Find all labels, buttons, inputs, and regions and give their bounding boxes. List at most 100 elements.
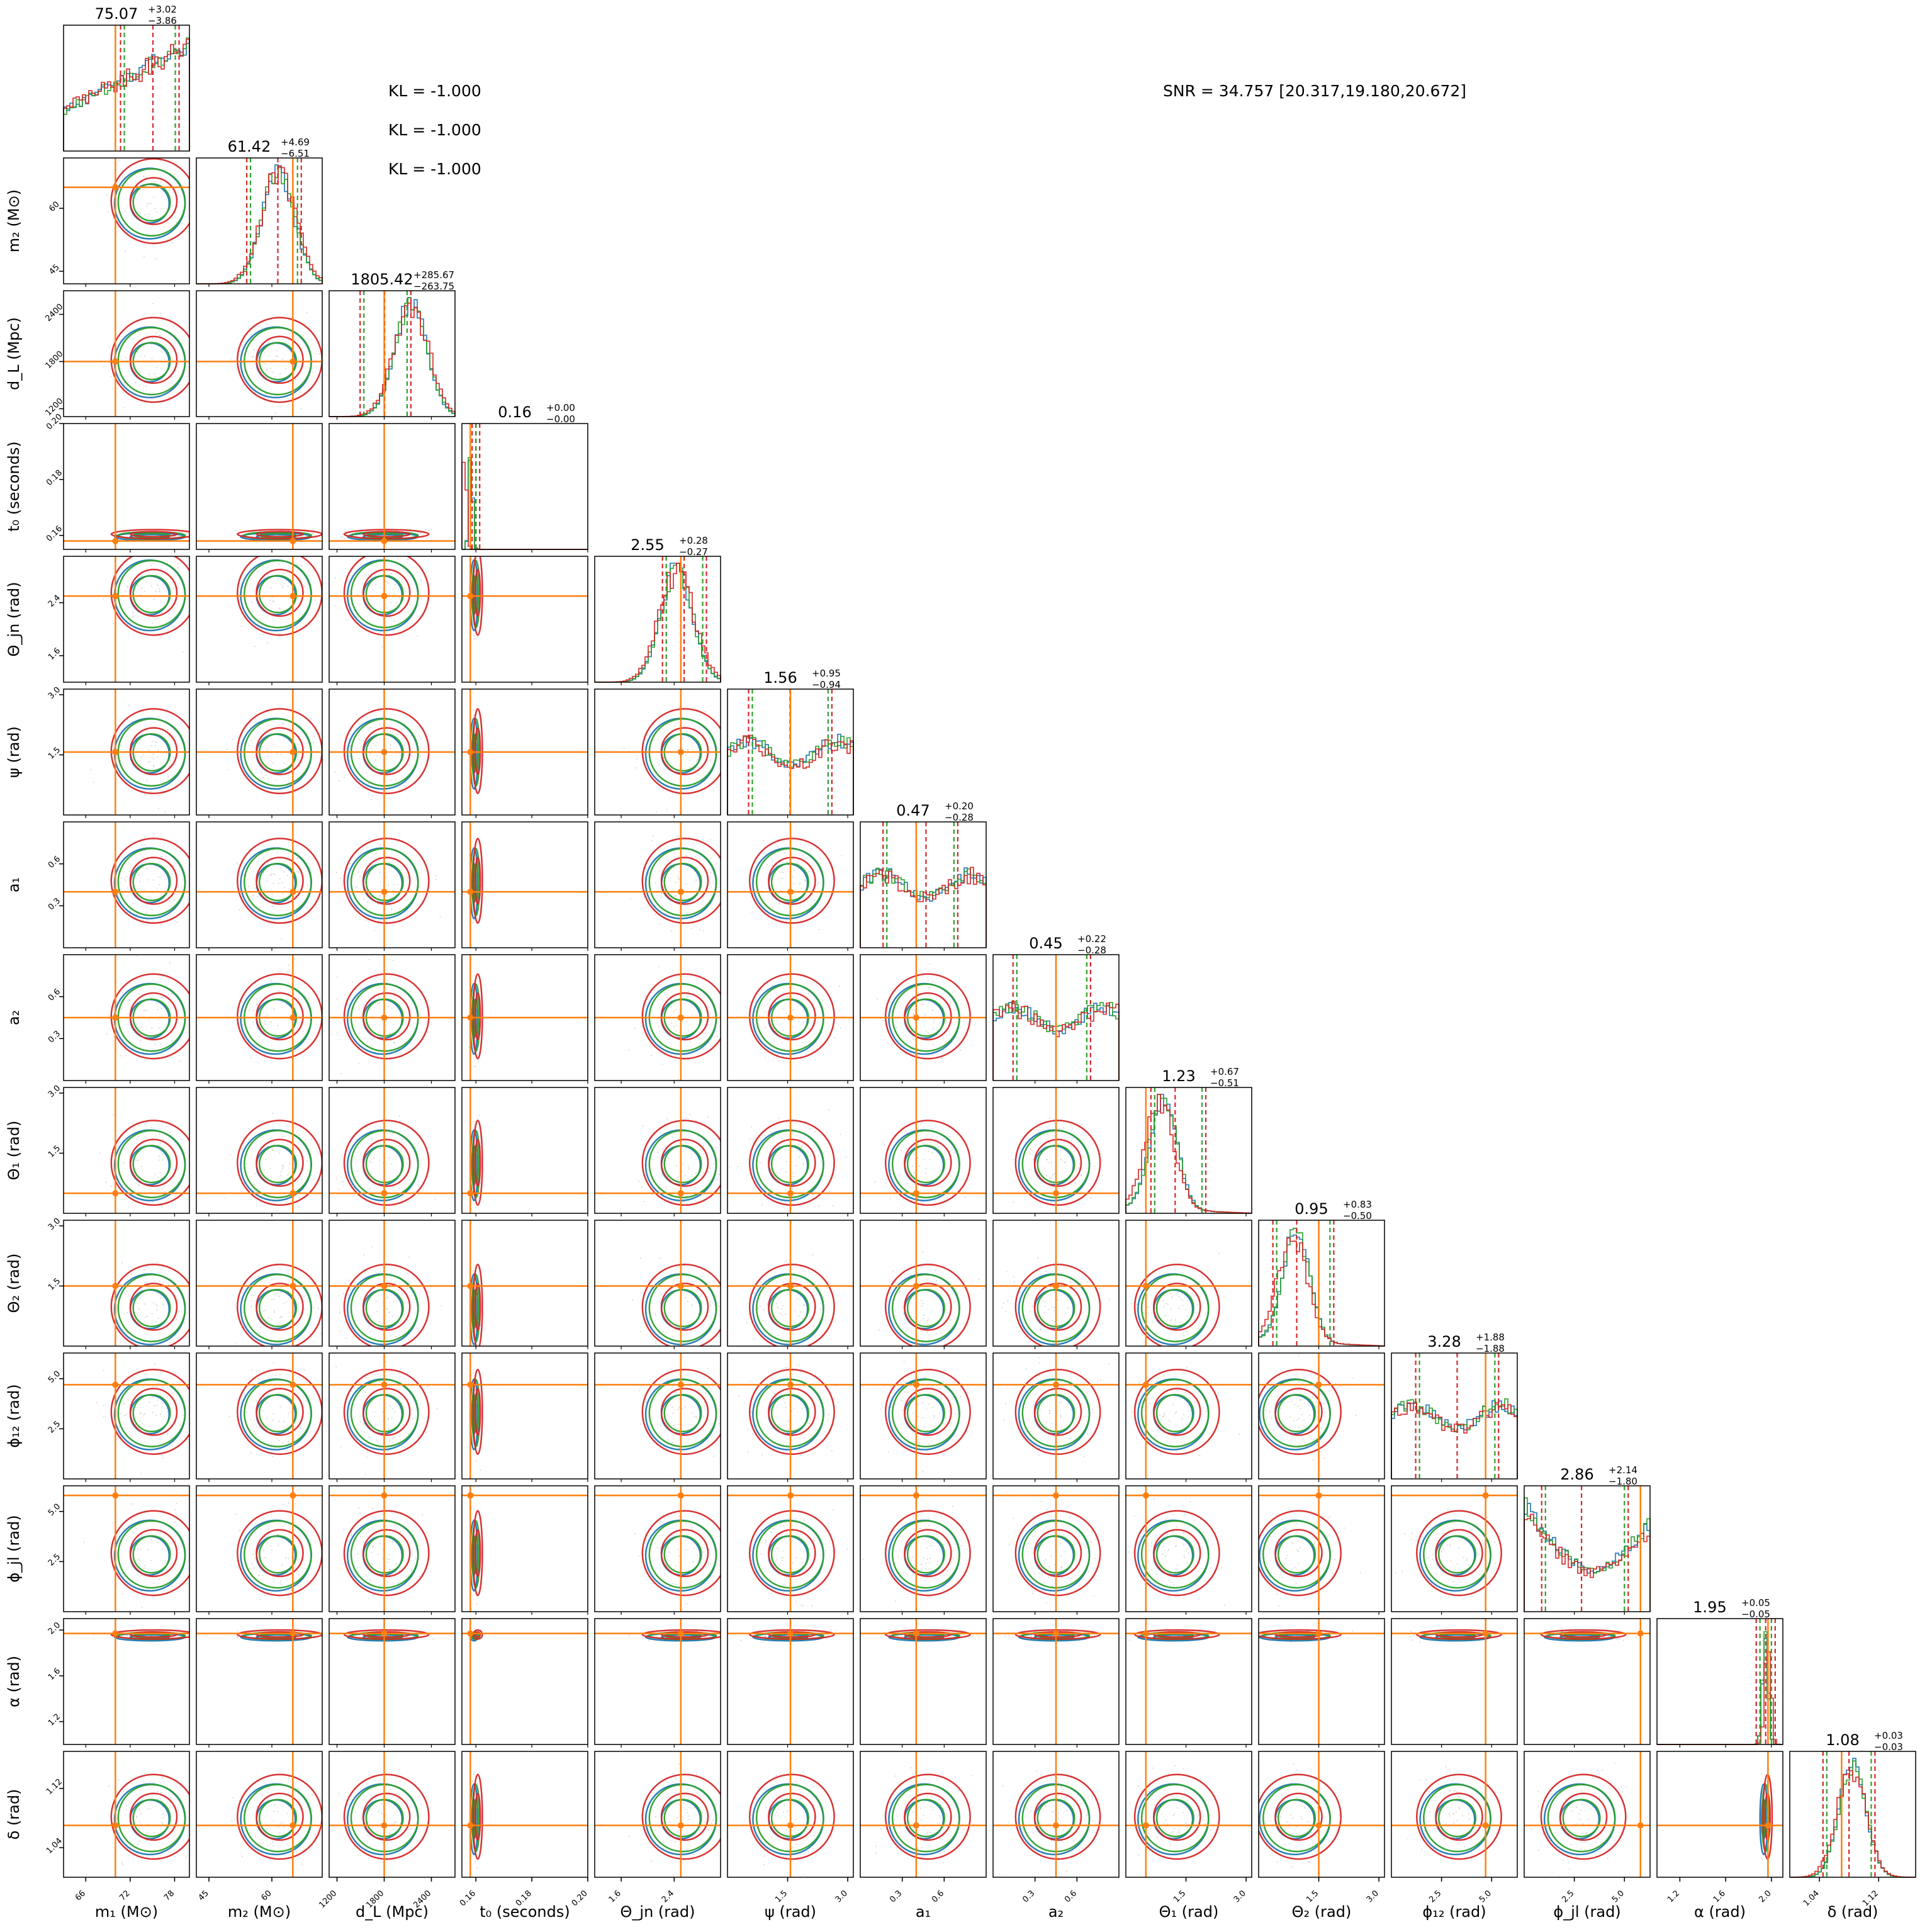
title-4: 2.55 (631, 536, 664, 554)
ylabel-12: α (rad) (5, 1656, 23, 1707)
ylabel-8: Θ₁ (rad) (5, 1121, 23, 1181)
panel-13-9 (1258, 1751, 1385, 1878)
panel-11-8 (1125, 1485, 1252, 1612)
ytick-7-0: 0.3 (47, 1029, 62, 1045)
panel-7-6 (860, 954, 987, 1081)
panel-13-6 (860, 1751, 987, 1878)
title-2: 1805.42 (351, 271, 413, 288)
xtick-5-1: 3.0 (834, 1889, 850, 1904)
panel-8-3 (461, 1087, 588, 1214)
xtick-1-0: 45 (197, 1889, 211, 1902)
panel-3-2 (329, 423, 456, 550)
xlabel-7: a₂ (1048, 1903, 1064, 1921)
panel-11-6 (860, 1485, 987, 1612)
ylabel-6: a₁ (5, 877, 23, 892)
title-9: 0.95 (1295, 1200, 1328, 1218)
title-0: 75.07 (95, 5, 138, 23)
panel-13-1 (196, 1751, 323, 1878)
panel-11-10 (1391, 1485, 1518, 1612)
xlabel-0: m₁ (M⊙) (95, 1903, 158, 1921)
panel-6-2 (329, 821, 456, 948)
panel-12-10 (1391, 1618, 1518, 1745)
title-11: 2.86 (1560, 1466, 1593, 1483)
ylabel-1: m₂ (M⊙) (5, 189, 23, 252)
title-8: 1.23 (1162, 1067, 1195, 1085)
panel-5-0 (63, 688, 190, 816)
title-1: 61.42 (228, 138, 271, 155)
xtick-4-0: 1.6 (607, 1889, 623, 1904)
panel-3-0 (63, 423, 190, 550)
xtick-12-2: 2.0 (1757, 1889, 1773, 1904)
xtick-12-0: 1.2 (1666, 1889, 1682, 1904)
xlabel-6: a₁ (916, 1903, 931, 1921)
hist-11: 2.86+2.14−1.80 (1524, 1464, 1651, 1612)
ytick-9-0: 1.5 (47, 1276, 62, 1292)
panel-12-8 (1125, 1618, 1252, 1745)
ytick-6-1: 0.6 (47, 855, 62, 870)
panel-12-4 (594, 1618, 721, 1745)
xlabel-4: Θ_jn (rad) (621, 1903, 695, 1921)
ytick-13-1: 1.12 (45, 1777, 64, 1797)
ytick-10-0: 2.5 (47, 1419, 62, 1435)
xtick-3-2: 0.20 (570, 1889, 590, 1908)
panel-7-1 (196, 954, 323, 1081)
panel-11-9 (1258, 1485, 1385, 1612)
panel-9-5 (727, 1220, 854, 1347)
snr-text: SNR = 34.757 [20.317,19.180,20.672] (1163, 82, 1467, 100)
panel-8-6 (860, 1087, 987, 1214)
title-7: 0.45 (1029, 935, 1062, 952)
panel-6-3 (461, 821, 588, 948)
panel-6-5 (727, 821, 854, 948)
xtick-0-1: 72 (118, 1889, 132, 1902)
panel-9-8 (1125, 1220, 1252, 1347)
title-12: 1.95 (1693, 1598, 1726, 1616)
xtick-1-1: 60 (260, 1889, 274, 1902)
panel-12-0 (63, 1618, 190, 1745)
ylabel-4: Θ_jn (rad) (5, 582, 23, 657)
panel-11-4 (594, 1485, 721, 1612)
xtick-0-2: 78 (162, 1889, 176, 1902)
ytick-3-1: 0.18 (45, 468, 64, 488)
xtick-9-0: 1.5 (1305, 1889, 1320, 1904)
panel-6-1 (196, 821, 323, 948)
ytick-1-1: 60 (47, 199, 61, 213)
hist-7: 0.45+0.22−0.28 (992, 933, 1120, 1081)
panel-2-1 (196, 290, 323, 417)
xtick-12-1: 1.6 (1712, 1889, 1727, 1904)
panel-1-0 (63, 157, 190, 284)
hist-10: 3.28+1.88−1.88 (1391, 1332, 1518, 1480)
ylabel-3: t₀ (seconds) (5, 441, 23, 531)
panel-9-0 (63, 1220, 190, 1347)
panel-7-2 (329, 954, 456, 1081)
ytick-12-0: 1.2 (47, 1712, 62, 1728)
hist-12: 1.95+0.05−0.05 (1656, 1597, 1783, 1745)
hist-4: 2.55+0.28−0.27 (594, 535, 721, 683)
ytick-4-1: 2.4 (47, 593, 62, 609)
panel-10-9 (1258, 1352, 1385, 1480)
panel-13-4 (594, 1751, 721, 1878)
hist-13: 1.08+0.03−0.03 (1789, 1730, 1916, 1878)
panel-7-3 (461, 954, 588, 1081)
ytick-12-2: 2.0 (47, 1620, 62, 1636)
xlabel-2: d_L (Mpc) (356, 1903, 429, 1921)
xtick-8-0: 1.5 (1172, 1889, 1188, 1904)
panel-5-3 (461, 688, 588, 816)
xtick-7-0: 0.3 (1021, 1889, 1036, 1904)
panel-12-2 (329, 1618, 456, 1745)
panel-10-1 (196, 1352, 323, 1480)
hist-0: 75.07+3.02−3.86 (63, 4, 190, 152)
title-6: 0.47 (896, 802, 929, 819)
xlabel-5: ψ (rad) (765, 1903, 816, 1921)
xtick-5-0: 1.5 (773, 1889, 789, 1904)
panel-12-1 (196, 1618, 323, 1745)
xlabel-12: α (rad) (1694, 1903, 1746, 1921)
panel-12-5 (727, 1618, 854, 1745)
ytick-2-2: 2400 (44, 302, 65, 323)
panel-6-4 (594, 821, 721, 948)
panel-3-1 (196, 423, 323, 550)
hist-6: 0.47+0.20−0.28 (860, 800, 987, 948)
ytick-8-0: 1.5 (47, 1143, 62, 1159)
panel-9-1 (196, 1220, 323, 1347)
xtick-10-1: 5.0 (1478, 1889, 1493, 1904)
